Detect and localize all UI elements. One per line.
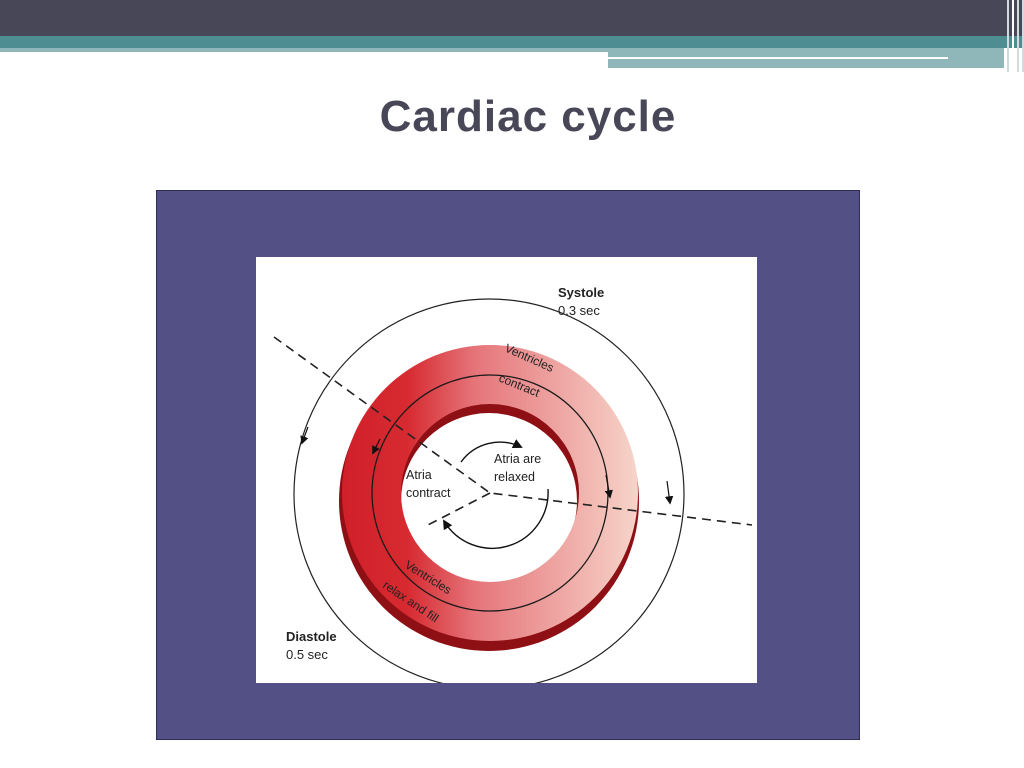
outer-cycle-circle bbox=[293, 298, 685, 683]
phase-divider-line bbox=[273, 336, 753, 526]
corner-decoration bbox=[994, 0, 1024, 72]
systole-time: 0.3 sec bbox=[558, 303, 600, 318]
header-accent-band bbox=[0, 36, 1024, 48]
figure-frame: Systole 0.3 sec Diastole 0.5 sec Atria c… bbox=[156, 190, 860, 740]
middle-arrow-left bbox=[372, 438, 381, 455]
outer-arrow-right bbox=[664, 480, 674, 505]
atria-divider-line bbox=[423, 492, 491, 528]
atria-contract-line1: Atria bbox=[406, 468, 432, 482]
header-bar bbox=[0, 0, 1024, 36]
inner-arrow-top bbox=[460, 439, 523, 463]
systole-label: Systole bbox=[558, 285, 604, 300]
atria-relaxed-line2: relaxed bbox=[494, 470, 535, 484]
cardiac-cycle-diagram: Systole 0.3 sec Diastole 0.5 sec Atria c… bbox=[273, 285, 753, 683]
header-accent-line bbox=[0, 48, 608, 52]
header-accent-stripe bbox=[608, 57, 948, 59]
diastole-time: 0.5 sec bbox=[286, 647, 328, 662]
middle-arrow-right bbox=[604, 474, 613, 499]
inner-arrow-bottom bbox=[442, 488, 549, 549]
atria-contract-line2: contract bbox=[406, 486, 451, 500]
ventricle-ring bbox=[342, 345, 638, 641]
slide-title: Cardiac cycle bbox=[379, 92, 677, 141]
diastole-label: Diastole bbox=[286, 629, 337, 644]
cardiac-cycle-figure: Systole 0.3 sec Diastole 0.5 sec Atria c… bbox=[256, 257, 757, 683]
atria-relaxed-line1: Atria are bbox=[494, 452, 541, 466]
outer-arrow-left bbox=[300, 426, 309, 445]
